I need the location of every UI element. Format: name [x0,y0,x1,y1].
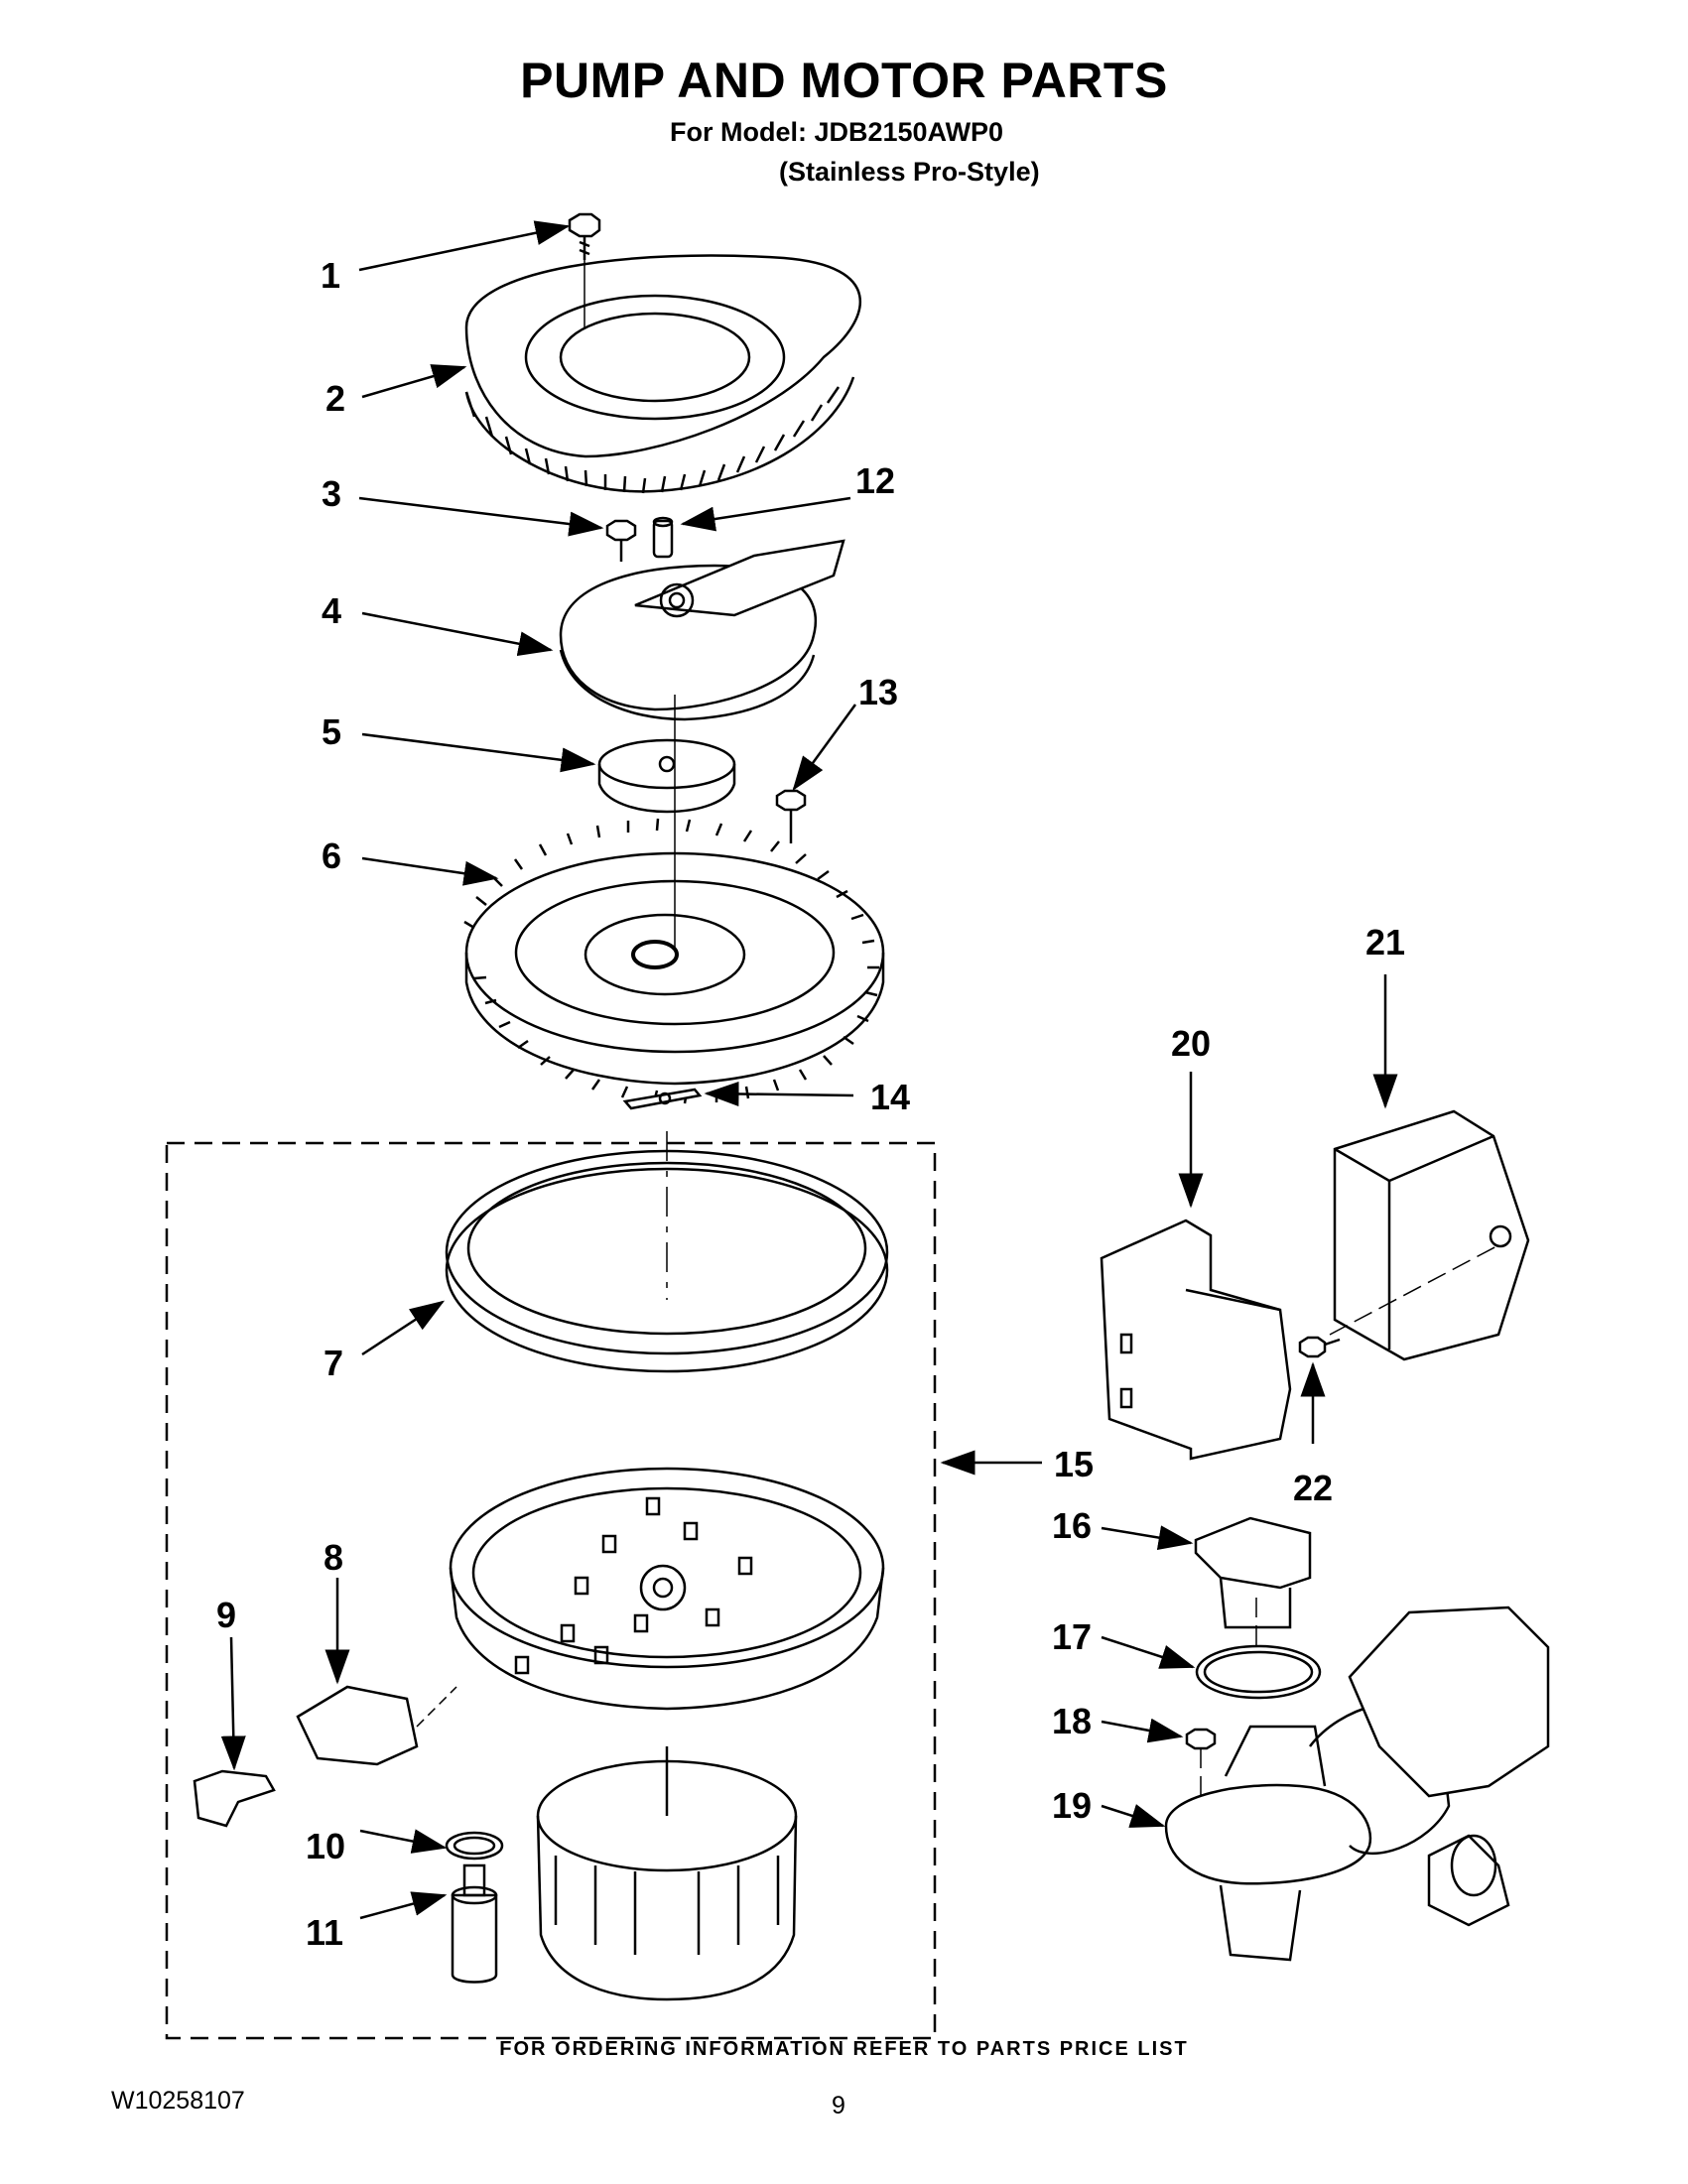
callout-2: 2 [325,378,345,419]
part-2-upper-housing [464,254,862,494]
callout-21: 21 [1365,922,1405,963]
callout-10: 10 [306,1826,345,1866]
part-5-impeller [597,738,736,814]
document-number: W10258107 [111,2087,245,2115]
callout-14: 14 [870,1077,910,1117]
callout-9: 9 [216,1595,236,1635]
callout-12: 12 [855,460,895,501]
ordering-note: FOR ORDERING INFORMATION REFER TO PARTS … [499,2038,1189,2060]
callout-6: 6 [322,835,341,876]
variant-line: (Stainless Pro-Style) [779,157,1040,187]
part-22-screw [1298,1336,1341,1358]
part-6-lower-housing [463,695,885,1104]
part-13-screw [775,789,807,843]
part-16-coupling [1194,1516,1312,1652]
callout-11: 11 [306,1912,343,1953]
callout-8: 8 [324,1537,343,1578]
callout-3: 3 [322,473,341,514]
part-17-o-ring [1195,1644,1322,1700]
callout-18: 18 [1052,1701,1092,1741]
page-number: 9 [832,2092,845,2120]
assembly-boundary [165,1141,937,2040]
callout-13: 13 [858,672,898,712]
part-20-shield [1100,1219,1292,1461]
part-4-pump-housing [559,539,845,721]
part-8-bracket [296,1685,457,1766]
callout-15: 15 [1054,1444,1094,1484]
part-9-latch [193,1769,276,1828]
part-14-seal [622,1088,703,1110]
callout-19: 19 [1052,1785,1092,1826]
part-19-drain-pump [1164,1606,1550,1962]
callout-20: 20 [1171,1023,1211,1064]
callout-4: 4 [322,590,341,631]
callout-7: 7 [324,1343,343,1383]
motor [536,1746,798,2001]
part-10-o-ring [445,1831,504,1861]
callout-17: 17 [1052,1616,1092,1657]
callout-5: 5 [322,711,341,752]
part-7-gasket [445,1131,889,1373]
part-15-housing-base [449,1467,885,1711]
part-12-bearing [652,516,674,559]
callout-16: 16 [1052,1505,1092,1546]
callout-1: 1 [321,255,340,296]
page-title: PUMP AND MOTOR PARTS [520,53,1168,108]
part-11-sensor [451,1863,498,1984]
part-3-screw [605,519,637,562]
model-line: For Model: JDB2150AWP0 [670,117,1004,147]
part-1-screw [568,212,601,260]
callout-22: 22 [1293,1468,1333,1508]
part-21-box [1329,1109,1530,1361]
